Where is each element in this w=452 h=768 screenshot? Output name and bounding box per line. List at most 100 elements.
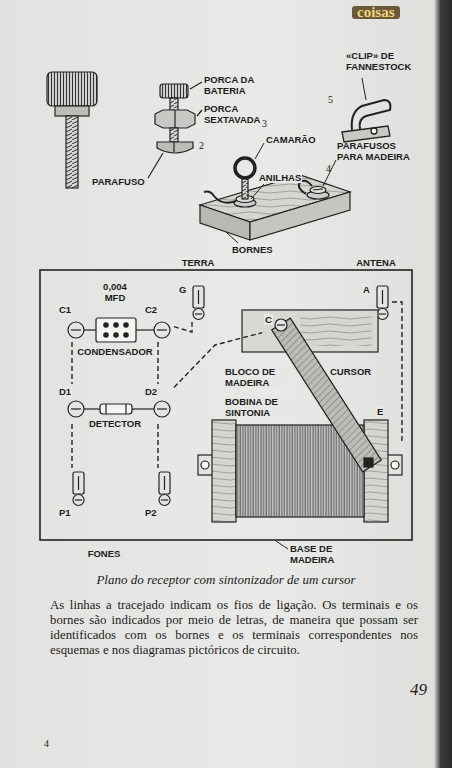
terminal-clips	[164, 476, 165, 490]
binding-posts-board	[200, 205, 250, 240]
condenser-and-detector	[124, 333, 128, 337]
part-label: 4	[44, 738, 49, 749]
fahnestock-clip	[342, 78, 390, 142]
condenser-and-detector	[104, 323, 108, 327]
part-label: CURSOR	[330, 366, 371, 377]
binding-posts-board	[204, 192, 236, 203]
fahnestock-clip	[352, 100, 391, 130]
condenser-and-detector	[68, 322, 84, 338]
terminal-label: P2	[144, 507, 158, 518]
part-label: «CLIP» DE FANNESTOCK	[346, 50, 418, 72]
cursor-slider	[275, 319, 287, 331]
part-label: 49	[410, 680, 427, 699]
terminal-label: D1	[58, 386, 72, 397]
terminal-clips	[377, 286, 388, 308]
condenser-and-detector	[132, 408, 154, 409]
terminal-label: C1	[58, 304, 72, 315]
terminal-c: C	[262, 312, 298, 344]
part-label: FONES	[88, 548, 121, 559]
part-label: coisas	[352, 6, 400, 19]
dashed-wire	[392, 302, 402, 440]
terminal-clips	[73, 472, 84, 494]
tuning-coil-box: BOBINA DE SINTONIA	[204, 394, 400, 524]
binding-posts-board	[323, 160, 336, 186]
battery-terminal	[197, 110, 202, 116]
condenser-and-detector	[154, 322, 170, 338]
cursor-slider	[277, 324, 285, 325]
part-label: ANTENA	[356, 257, 396, 268]
wooden-base-frame	[40, 270, 412, 540]
dashed-wire	[174, 322, 192, 332]
condenser-and-detector	[68, 318, 170, 417]
tuning-coil	[391, 461, 399, 469]
binding-posts-board	[242, 178, 248, 199]
part-label: 0,004 MFD	[95, 281, 135, 303]
condenser-and-detector	[154, 401, 170, 417]
fahnestock-clip	[342, 126, 390, 142]
condenser-and-detector	[124, 323, 128, 327]
condenser-and-detector	[125, 404, 126, 414]
cursor-slider	[364, 458, 373, 467]
binding-posts-board	[255, 143, 264, 159]
dashed-wire	[71, 424, 72, 468]
wooden-base-frame	[40, 270, 412, 549]
part-label: 3	[262, 118, 267, 129]
terminal-clips	[193, 286, 204, 308]
battery-terminal	[155, 110, 195, 128]
battery-terminal	[170, 128, 178, 142]
condenser-and-detector	[71, 329, 81, 330]
terminal-label: P1	[58, 507, 72, 518]
condenser-and-detector	[157, 329, 167, 330]
terminal-label: C2	[144, 304, 158, 315]
dashed-wire	[157, 424, 158, 468]
part-label: PARAFUSOS PARA MADEIRA	[337, 140, 413, 162]
thumb-screw	[55, 106, 89, 116]
binding-posts-board	[251, 184, 264, 199]
terminal-c1: C1	[56, 302, 88, 342]
fahnestock-clip	[362, 78, 366, 100]
condenser-and-detector	[136, 329, 154, 330]
terminal-label: C	[264, 314, 273, 325]
battery-terminal	[160, 84, 188, 98]
terminal-p2: P2	[142, 468, 174, 520]
tuning-coil	[212, 420, 236, 522]
condenser-and-detector	[105, 404, 106, 414]
terminal-a: A	[360, 282, 392, 322]
terminal-clips	[195, 313, 202, 314]
part-label: 4	[326, 163, 331, 174]
battery-terminal	[157, 142, 193, 153]
tuning-coil	[198, 420, 402, 522]
condenser-and-detector	[157, 408, 167, 409]
condenser-and-detector	[68, 401, 84, 417]
tuning-coil	[364, 420, 388, 522]
battery-terminal	[173, 142, 174, 152]
figure-caption: Plano do receptor com sintonizador de um…	[96, 572, 355, 587]
dashed-wire	[157, 342, 158, 384]
part-label: BASE DE MADEIRA	[290, 543, 352, 565]
terminal-g: G	[176, 282, 208, 322]
battery-terminal	[148, 82, 202, 178]
wooden-block	[242, 310, 378, 352]
wooden-base-frame	[276, 541, 288, 549]
terminal-clips	[382, 290, 383, 304]
tuning-coil	[201, 461, 209, 469]
binding-posts-board	[250, 192, 350, 240]
wood-block: BLOCO DE MADEIRAC	[222, 306, 382, 390]
terminal-c2: C2	[142, 302, 174, 342]
terminal-clips	[198, 290, 199, 304]
part-label: 5	[328, 94, 333, 105]
condenser-and-detector	[100, 404, 132, 414]
terminal-label: BOBINA DE SINTONIA	[224, 396, 308, 418]
terminal-clips	[161, 499, 168, 500]
binding-posts-board	[313, 189, 323, 190]
terminal-clips	[75, 499, 82, 500]
terminal-d2: D2	[142, 384, 174, 424]
terminal-p1: P1	[56, 468, 88, 520]
battery-terminal	[148, 153, 163, 178]
cursor-slider	[272, 318, 382, 472]
condenser-and-detector	[104, 333, 108, 337]
terminal-clips	[73, 495, 84, 506]
terminal-label: G	[178, 284, 187, 295]
battery-terminal	[174, 110, 175, 128]
condenser-and-detector	[114, 333, 118, 337]
